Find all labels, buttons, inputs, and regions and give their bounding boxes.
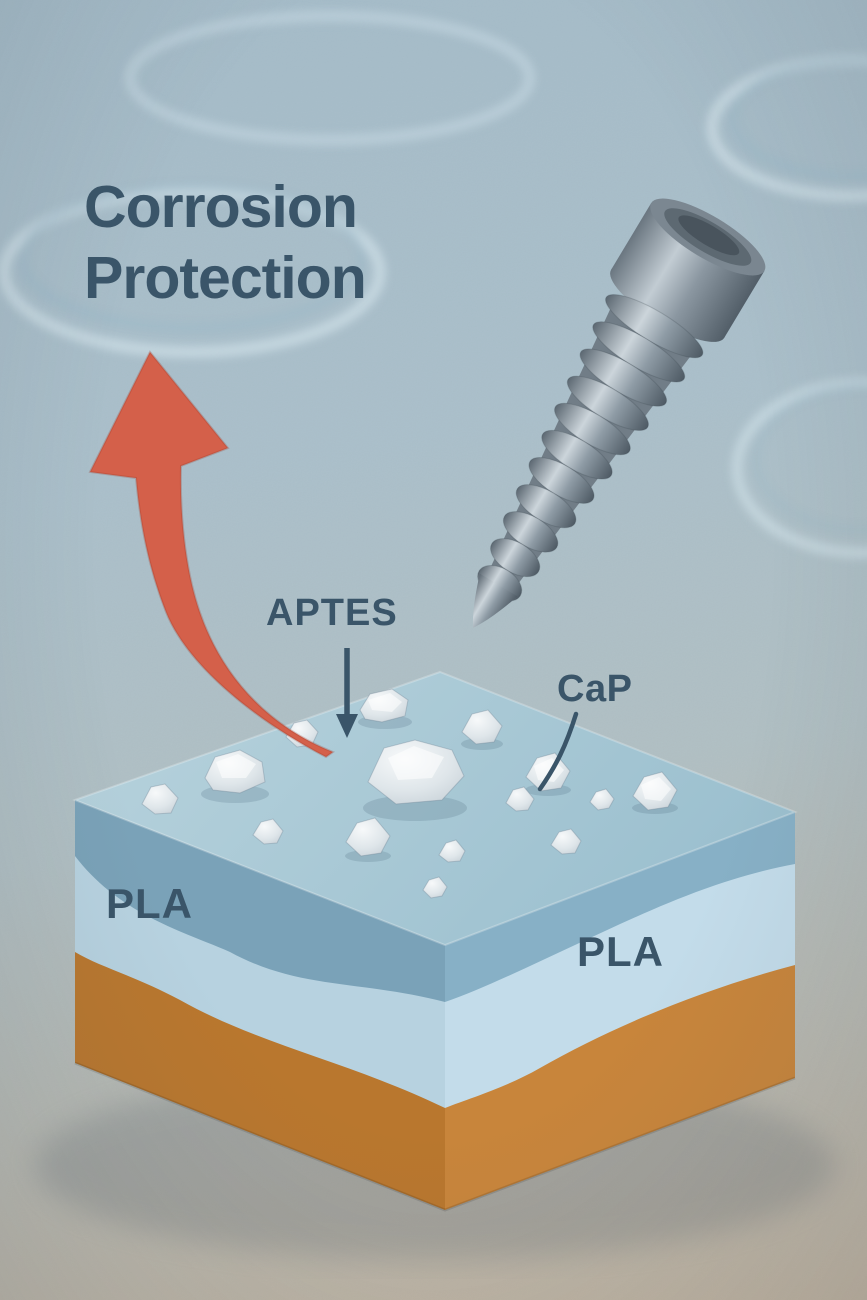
cap-particle	[141, 783, 179, 815]
red-curved-arrow-icon	[88, 350, 336, 759]
cap-particle	[505, 786, 535, 812]
block-coating-right-face	[445, 812, 795, 1002]
block-bottom-edge	[74, 1061, 796, 1212]
cap-label: CaP	[557, 668, 633, 710]
particle-highlights	[216, 693, 671, 801]
cap-particle	[461, 709, 503, 745]
cap-particle	[422, 876, 448, 899]
block-coating-left-face	[75, 800, 445, 1002]
title-line-1: Corrosion	[84, 174, 358, 240]
aptes-pointer-arrow-icon	[336, 648, 358, 738]
page-title: Corrosion Protection	[84, 172, 367, 314]
cap-particle	[285, 719, 319, 748]
cap-particle	[438, 839, 466, 863]
cap-particle	[589, 788, 615, 811]
cap-pointer-line-icon	[537, 711, 579, 792]
block-top-face	[72, 670, 798, 947]
petri-dish-rings	[0, 11, 867, 558]
screw-icon	[472, 198, 766, 628]
title-line-2: Protection	[84, 244, 367, 311]
sample-block	[72, 670, 798, 1212]
cap-particle	[252, 818, 284, 845]
cap-particle	[345, 817, 391, 857]
aptes-label: APTES	[266, 592, 398, 634]
cap-particle	[550, 828, 582, 855]
pla-left-label: PLA	[106, 880, 193, 927]
pla-right-label: PLA	[577, 928, 664, 975]
